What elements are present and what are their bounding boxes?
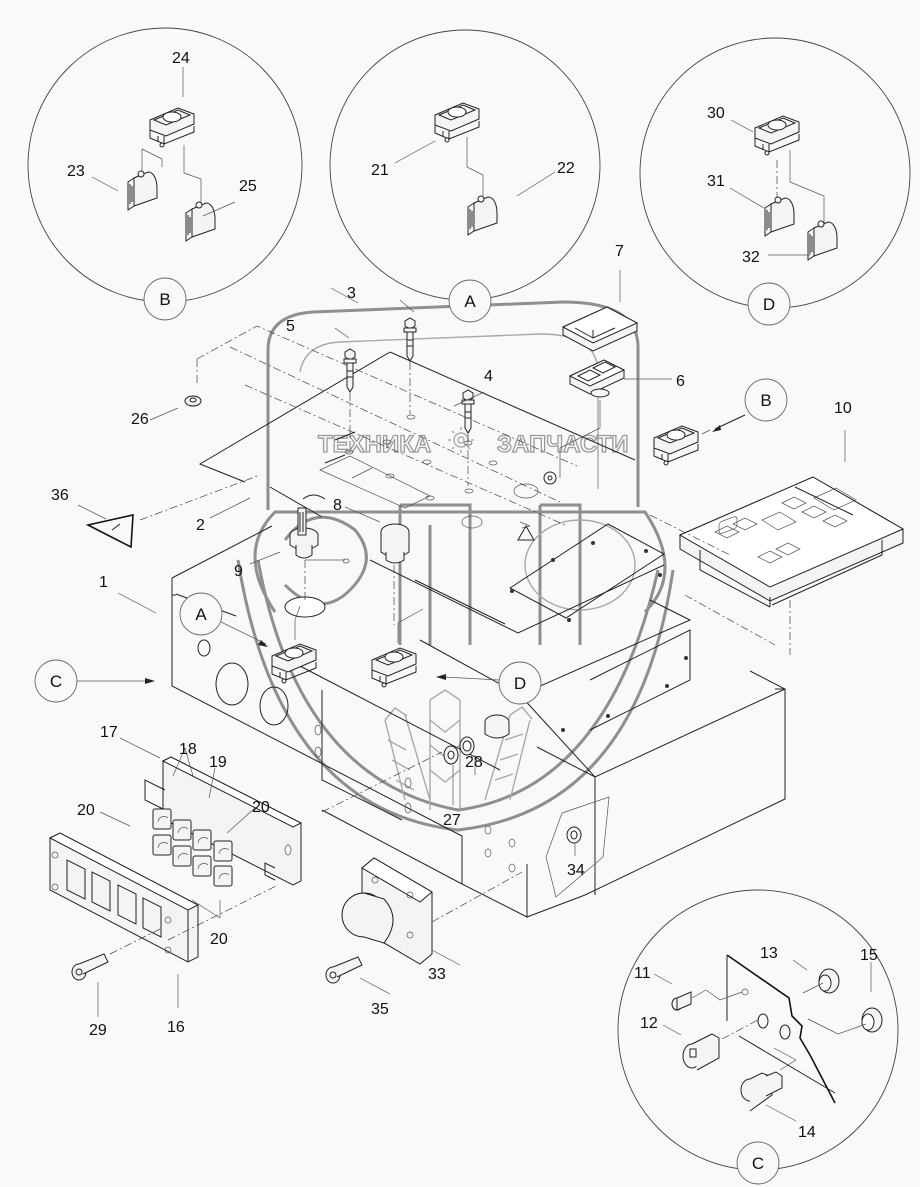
detail-view-b[interactable]: B bbox=[27, 27, 303, 321]
callout-11: 11 bbox=[634, 965, 651, 982]
detail-label-d: D bbox=[763, 295, 775, 314]
callout-32: 32 bbox=[742, 249, 760, 266]
contact-holder-30[interactable] bbox=[754, 115, 800, 156]
callout-5: 5 bbox=[286, 318, 295, 335]
contact-block-25[interactable] bbox=[185, 201, 216, 242]
callout-2: 2 bbox=[196, 517, 205, 534]
callout-34: 34 bbox=[567, 862, 585, 879]
callout-20b: 20 bbox=[252, 799, 270, 816]
terminal-rail-17[interactable] bbox=[144, 756, 303, 886]
callout-1: 1 bbox=[99, 574, 108, 591]
callout-21: 21 bbox=[371, 162, 389, 179]
callout-7: 7 bbox=[615, 243, 624, 260]
washer-26[interactable] bbox=[184, 395, 202, 407]
callout-9: 9 bbox=[234, 563, 243, 580]
nut-34[interactable] bbox=[566, 826, 582, 844]
callout-23: 23 bbox=[67, 163, 85, 180]
detail-label-b: B bbox=[159, 290, 170, 309]
detail-label-a: A bbox=[464, 292, 476, 311]
view-marker-d-label: D bbox=[514, 674, 526, 693]
control-panel-10[interactable] bbox=[678, 476, 905, 608]
detail-label-c: C bbox=[752, 1154, 764, 1173]
warning-label-36[interactable] bbox=[85, 513, 134, 549]
callout-labels: 24 23 25 21 22 30 31 32 7 3 5 4 6 10 26 … bbox=[51, 50, 878, 1141]
bolt-4[interactable] bbox=[461, 389, 475, 434]
callout-10: 10 bbox=[834, 400, 852, 417]
contact-block-31[interactable] bbox=[764, 196, 795, 237]
callout-6: 6 bbox=[676, 373, 685, 390]
view-marker-b[interactable] bbox=[744, 378, 788, 422]
contact-holder-21[interactable] bbox=[434, 102, 480, 143]
callout-31: 31 bbox=[707, 173, 725, 190]
view-marker-a-label: A bbox=[195, 605, 207, 624]
view-marker-b-label: B bbox=[760, 391, 771, 410]
cover-plate-2[interactable] bbox=[198, 351, 636, 518]
view-marker-c-label: C bbox=[50, 672, 62, 691]
contact-holder-main-a[interactable] bbox=[271, 643, 317, 684]
watermark-gear-icon bbox=[448, 427, 474, 453]
watermark-left-text: ТЕХНИКА bbox=[318, 431, 431, 458]
housing-1[interactable] bbox=[171, 525, 786, 918]
bolt-5[interactable] bbox=[343, 348, 357, 393]
watermark-right-text: ЗАПЧАСТИ bbox=[497, 431, 629, 458]
contact-block-22[interactable] bbox=[467, 195, 498, 236]
contact-holder-main-d[interactable] bbox=[371, 647, 417, 688]
detail-view-a[interactable]: A bbox=[329, 29, 601, 323]
terminal-blocks-18-19-20[interactable] bbox=[152, 808, 233, 887]
callout-24: 24 bbox=[172, 50, 190, 67]
callout-14: 14 bbox=[798, 1124, 816, 1141]
callout-26: 26 bbox=[131, 411, 149, 428]
callout-20a: 20 bbox=[77, 802, 95, 819]
callout-19: 19 bbox=[209, 754, 227, 771]
screw-35[interactable] bbox=[325, 956, 363, 984]
callout-13: 13 bbox=[760, 945, 778, 962]
callout-16: 16 bbox=[167, 1019, 185, 1036]
callout-8: 8 bbox=[333, 497, 342, 514]
callout-15: 15 bbox=[860, 947, 878, 964]
contact-block-23[interactable] bbox=[127, 170, 158, 211]
connector-12[interactable] bbox=[682, 1033, 720, 1071]
lens-cap-7[interactable] bbox=[561, 306, 639, 352]
contact-block-32[interactable] bbox=[807, 220, 838, 261]
rivet-11[interactable] bbox=[671, 991, 692, 1011]
emergency-stop-33[interactable] bbox=[341, 857, 433, 965]
callout-27: 27 bbox=[443, 812, 461, 829]
detail-view-c[interactable]: C bbox=[617, 889, 899, 1185]
grommet-13[interactable] bbox=[818, 968, 840, 994]
plate-holes bbox=[319, 414, 557, 541]
callout-28: 28 bbox=[465, 754, 483, 771]
callout-20c: 20 bbox=[210, 931, 228, 948]
grommet-15[interactable] bbox=[861, 1007, 883, 1033]
callout-12: 12 bbox=[640, 1015, 658, 1032]
callout-18: 18 bbox=[179, 741, 197, 758]
contact-holder-24[interactable] bbox=[149, 107, 195, 148]
terminal-cover-16[interactable] bbox=[48, 832, 200, 963]
view-marker-a[interactable] bbox=[179, 592, 223, 636]
callout-33: 33 bbox=[428, 966, 446, 983]
callout-3: 3 bbox=[347, 285, 356, 302]
push-button-8[interactable] bbox=[380, 523, 410, 564]
detail-view-d[interactable]: D bbox=[639, 37, 911, 326]
contact-holder-main-b[interactable] bbox=[653, 425, 699, 466]
watermark: ТЕХНИКА ЗАПЧАСТИ bbox=[236, 300, 675, 832]
callout-36: 36 bbox=[51, 487, 69, 504]
callout-30: 30 bbox=[707, 105, 725, 122]
callout-35: 35 bbox=[371, 1001, 389, 1018]
callout-17: 17 bbox=[100, 724, 118, 741]
callout-25: 25 bbox=[239, 178, 257, 195]
screw-29[interactable] bbox=[71, 953, 109, 981]
nut-27[interactable] bbox=[443, 745, 459, 765]
callout-4: 4 bbox=[484, 368, 493, 385]
fitting-14[interactable] bbox=[740, 1071, 783, 1112]
selector-knob-9[interactable] bbox=[289, 507, 319, 559]
indicator-lamp-28[interactable] bbox=[459, 714, 510, 756]
view-marker-d[interactable] bbox=[498, 661, 542, 705]
callout-29: 29 bbox=[89, 1022, 107, 1039]
callout-22: 22 bbox=[557, 160, 575, 177]
indicator-6[interactable] bbox=[568, 359, 626, 398]
mounting-plate bbox=[369, 523, 692, 732]
